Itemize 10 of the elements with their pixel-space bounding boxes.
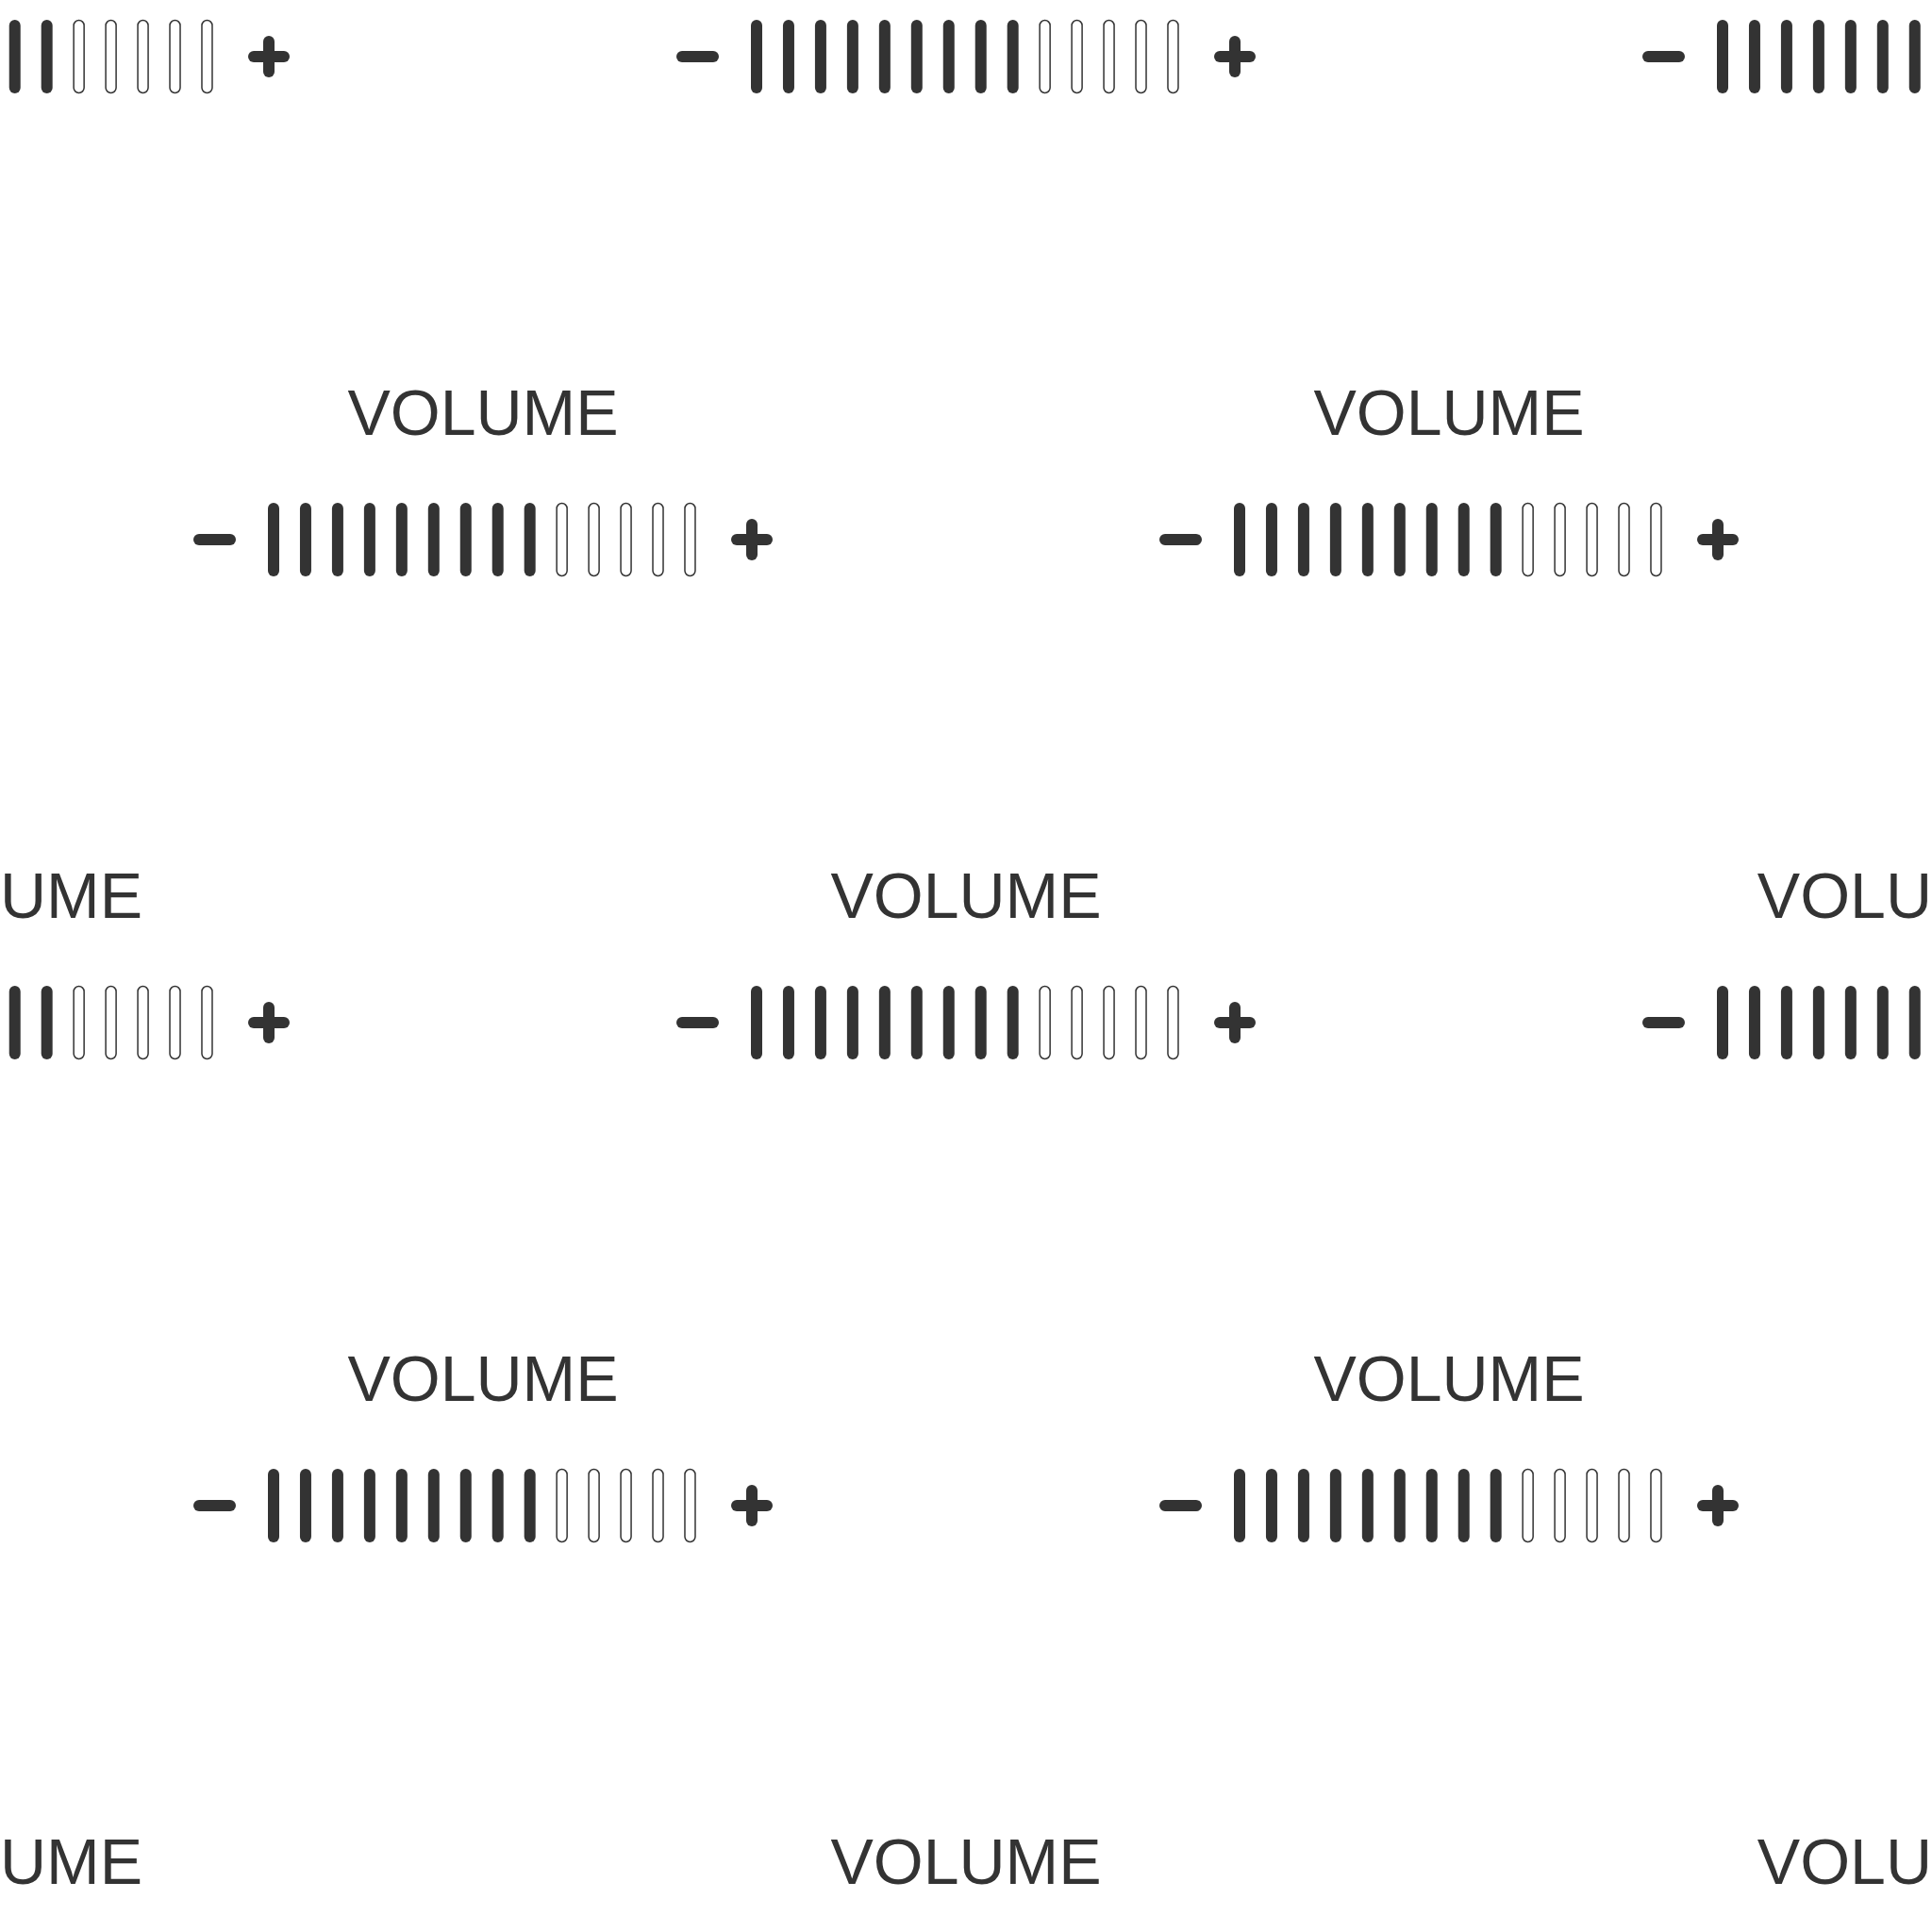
volume-label: UME	[0, 858, 143, 933]
volume-label: VOLUME	[347, 375, 619, 450]
volume-label: VOLUME	[1313, 375, 1585, 450]
volume-label: VOLUME	[830, 1824, 1102, 1899]
volume-label: VOLUME	[347, 1341, 619, 1416]
volume-label: UME	[0, 1824, 143, 1899]
volume-label: VOLU	[1757, 1824, 1932, 1899]
volume-label: VOLUME	[1313, 1341, 1585, 1416]
volume-label: VOLU	[1757, 858, 1932, 933]
volume-label: VOLUME	[830, 858, 1102, 933]
